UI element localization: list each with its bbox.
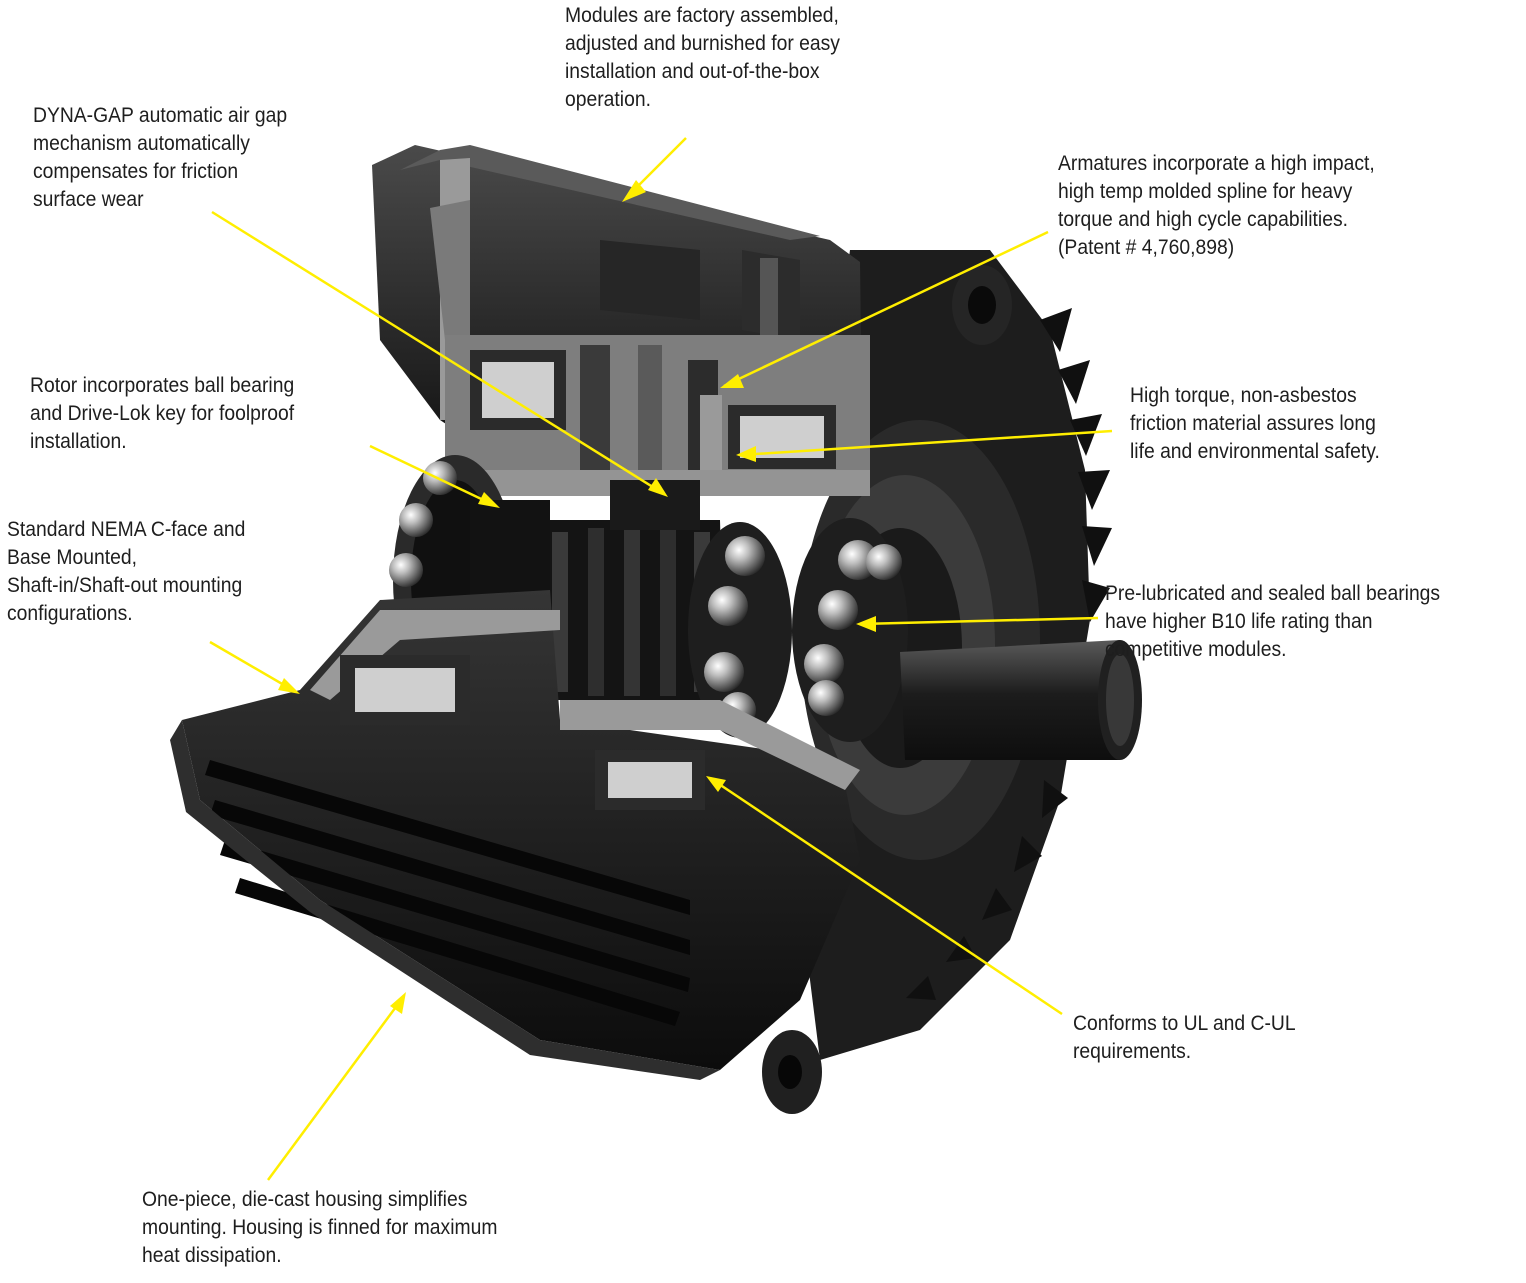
leader-housing [266, 995, 406, 1181]
sealed-ball-bearings [688, 518, 908, 742]
leader-friction [739, 429, 1113, 457]
callout-dyna-gap: DYNA-GAP automatic air gap mechanism aut… [33, 104, 288, 211]
callout-ul-conformance: Conforms to UL and C-UL requirements. [1073, 1012, 1296, 1063]
leader-dynagap [211, 210, 665, 496]
callout-nema-mounting: Standard NEMA C-face and Base Mounted, S… [7, 518, 246, 625]
leader-bearings [859, 616, 1099, 626]
coil-armature-assembly [445, 335, 870, 496]
callout-die-cast-housing: One-piece, die-cast housing simplifies m… [142, 1188, 498, 1267]
finned-base-housing [170, 590, 860, 1080]
leader-armatures-arrow [720, 374, 744, 388]
leader-lines [209, 137, 1113, 1181]
callout-friction-material: High torque, non-asbestos friction mater… [1130, 384, 1380, 463]
leader-ul-arrow [706, 776, 726, 792]
leader-dynagap-arrow [648, 478, 668, 497]
leader-friction-arrow [736, 446, 756, 462]
callout-sealed-bearings: Pre-lubricated and sealed ball bearings … [1105, 582, 1441, 661]
leader-nema-arrow [278, 678, 300, 694]
leader-ul [709, 776, 1063, 1016]
callout-armatures-spline: Armatures incorporate a high impact, hig… [1058, 152, 1375, 259]
leader-rotor-arrow [478, 492, 500, 508]
leader-modules-arrow [622, 180, 646, 202]
leader-armatures [723, 230, 1049, 388]
leader-housing-arrow [390, 992, 406, 1014]
leader-rotor [369, 444, 497, 508]
callout-factory-assembled: Modules are factory assembled, adjusted … [565, 4, 840, 111]
output-shaft [900, 640, 1142, 760]
callout-rotor-bearing: Rotor incorporates ball bearing and Driv… [30, 374, 295, 453]
leader-bearings-arrow [856, 616, 876, 632]
